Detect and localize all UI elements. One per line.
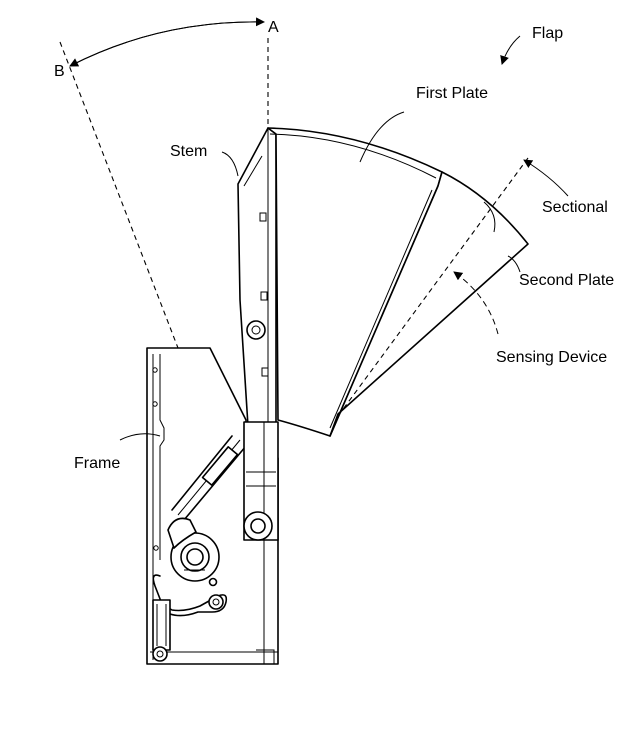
linkage-mechanism — [152, 435, 247, 662]
flap-arrow — [500, 35, 521, 65]
flap — [267, 111, 529, 437]
stem — [221, 127, 279, 541]
label-first-plate: First Plate — [416, 85, 488, 102]
axis-b-line — [59, 41, 179, 349]
sensing-device-arrow — [453, 271, 499, 335]
label-axis-b: B — [54, 63, 65, 80]
reference-axes — [59, 17, 269, 349]
label-frame: Frame — [74, 455, 120, 472]
label-flap: Flap — [532, 25, 563, 42]
second-plate — [329, 171, 529, 437]
label-sensing-device: Sensing Device — [496, 349, 607, 366]
label-second-plate: Second Plate — [519, 272, 614, 289]
label-axis-a: A — [268, 19, 279, 36]
label-sectional: Sectional — [542, 199, 608, 216]
label-stem: Stem — [170, 143, 207, 160]
section-and-sensor — [337, 35, 569, 417]
rotation-arc — [69, 21, 265, 67]
